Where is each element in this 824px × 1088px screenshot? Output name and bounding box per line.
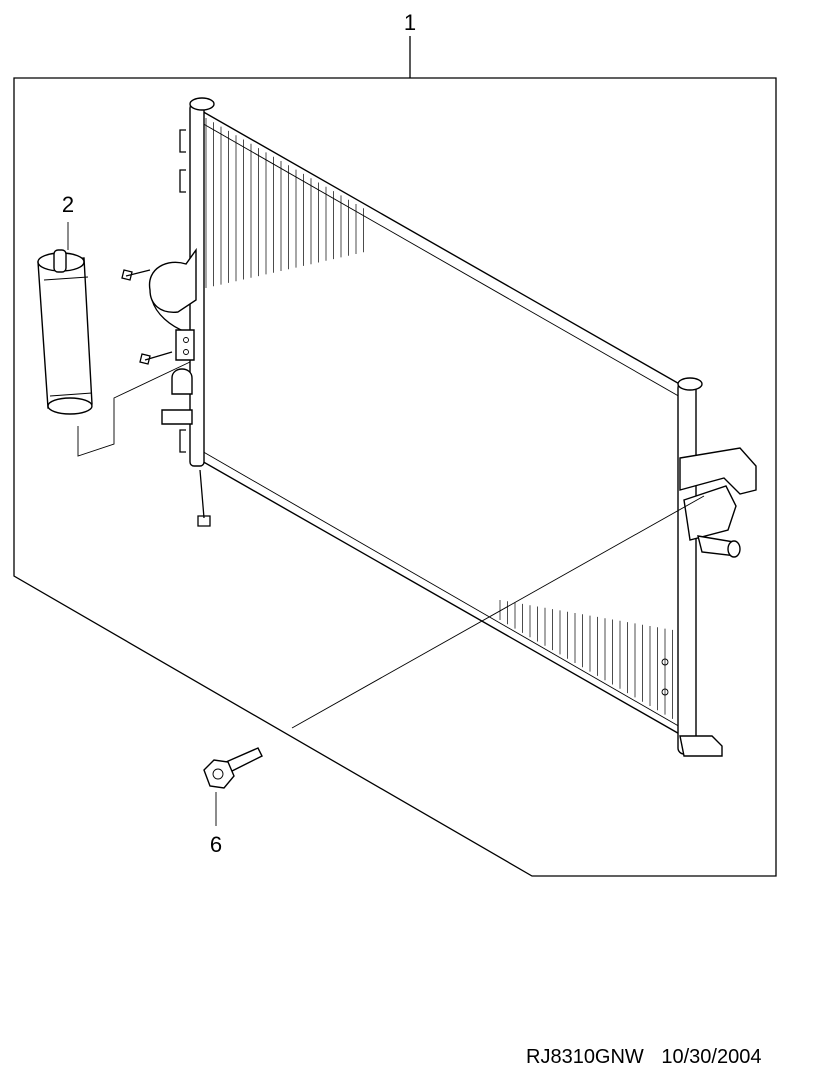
condenser-core [199,108,691,742]
drawing-date: 10/30/2004 [661,1046,762,1068]
assembly-frame [13,36,777,877]
drawing-footer: RJ8310GNW 10/30/2004 [526,1046,761,1069]
mounting-bolt [203,747,263,789]
callout-assembly: 1 [404,10,416,35]
leader-lines [67,222,705,826]
drawing-code: RJ8310GNW [526,1046,644,1068]
left-bracket [148,247,197,425]
receiver-drier [37,249,93,415]
callout-bolt: 6 [210,832,222,857]
callout-drier: 2 [62,192,74,217]
small-screws [121,269,211,527]
